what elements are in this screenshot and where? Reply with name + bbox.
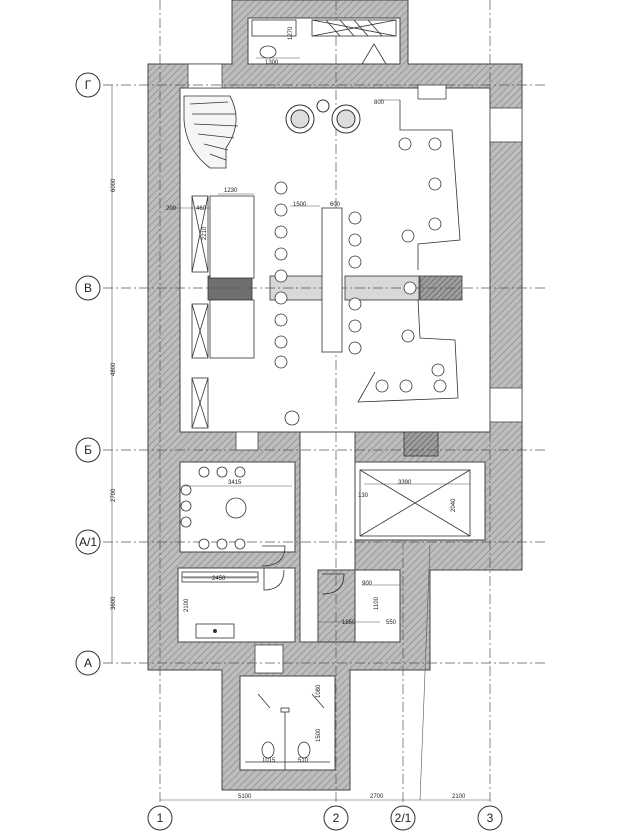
row-axis-bubbles — [75, 72, 101, 676]
dimension-labels: 1300 1270 800 6000 4800 2700 3600 1230 2… — [111, 26, 466, 800]
axis-row-a1: А/1 — [79, 535, 97, 549]
dim-2210: 2210 — [202, 226, 208, 240]
axis-lines — [103, 0, 548, 805]
dim-1100: 1100 — [374, 596, 380, 610]
dim-1300: 1300 — [265, 60, 279, 66]
col-axis-bubbles — [147, 805, 503, 831]
dim-2700v: 2700 — [111, 488, 117, 502]
dim-1270: 1270 — [288, 26, 294, 40]
spiral-staircase — [183, 95, 239, 169]
dim-1500: 1500 — [293, 202, 307, 208]
bar-counter — [399, 100, 461, 270]
dim-5100: 5100 — [238, 794, 252, 800]
axis-col-2-1: 2/1 — [395, 811, 412, 825]
kitchen — [181, 571, 259, 639]
axis-row-g: Г — [85, 78, 92, 92]
dim-1500b: 1500 — [316, 728, 322, 742]
dim-550: 550 — [386, 620, 397, 626]
dim-2100: 2100 — [184, 598, 190, 612]
chairs — [274, 137, 447, 426]
dim-800: 800 — [374, 100, 385, 106]
dim-3600: 3600 — [111, 596, 117, 610]
dim-130: 130 — [358, 493, 369, 499]
armchairs — [285, 99, 361, 134]
dim-1080: 1080 — [316, 684, 322, 698]
dim-200: 200 — [166, 206, 177, 212]
meeting-room — [180, 466, 247, 550]
col-axis-labels: 1 2 2/1 3 — [157, 811, 494, 825]
axis-col-1: 1 — [157, 811, 164, 825]
row-axis-labels: Г В Б А/1 А — [79, 78, 97, 670]
axis-row-b: Б — [84, 443, 92, 457]
axis-col-3: 3 — [487, 811, 494, 825]
dim-3390: 3390 — [398, 480, 412, 486]
restroom — [245, 693, 330, 770]
axis-col-2: 2 — [333, 811, 340, 825]
dim-2100b: 2100 — [452, 794, 466, 800]
top-annex — [251, 19, 397, 65]
guide-lines — [111, 57, 490, 801]
dim-4800: 4800 — [111, 362, 117, 376]
elevator-shaft — [359, 469, 471, 537]
dim-1850: 1850 — [342, 620, 356, 626]
axis-row-a: А — [84, 656, 92, 670]
dim-2040: 2040 — [451, 498, 457, 512]
dim-1015: 1015 — [262, 758, 276, 764]
corridor-door — [261, 545, 345, 595]
dim-6000: 6000 — [111, 178, 117, 192]
bar-counter-lower — [357, 299, 459, 403]
dim-1230: 1230 — [224, 188, 238, 194]
axis-row-v: В — [84, 281, 92, 295]
dim-3415: 3415 — [228, 480, 242, 486]
tables — [191, 195, 343, 429]
dim-2700: 2700 — [370, 794, 384, 800]
dim-900: 900 — [362, 581, 373, 587]
dim-600: 600 — [330, 202, 341, 208]
dim-2450: 2450 — [212, 576, 226, 582]
wall-openings — [187, 63, 523, 674]
dim-460: 460 — [196, 206, 207, 212]
dim-510: 510 — [298, 758, 309, 764]
